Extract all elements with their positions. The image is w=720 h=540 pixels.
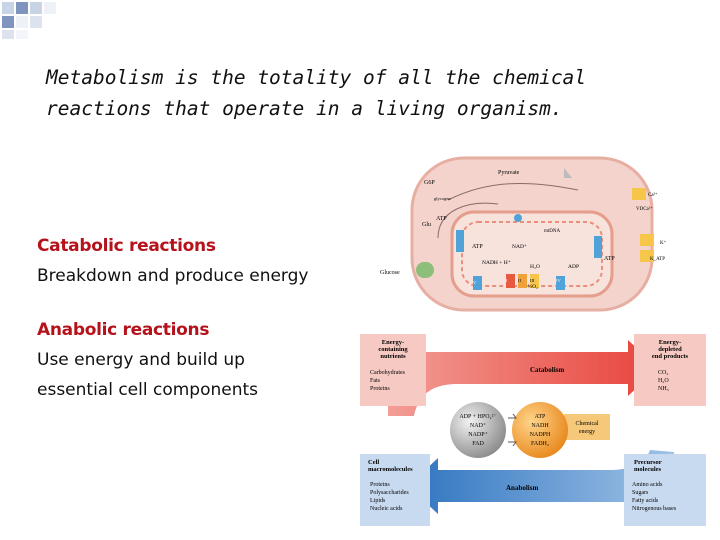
energy-containing-line3: nutrients — [380, 353, 406, 360]
anabolic-heading: Anabolic reactions — [37, 320, 210, 340]
label-atp-cytosol: ATP — [436, 216, 447, 222]
precursor-item-amino-acids: Amino acids — [632, 482, 663, 488]
slide-title: Metabolism is the totality of all the ch… — [46, 66, 587, 120]
energy-containing-box — [360, 334, 426, 406]
label-pyruvate: Pyruvate — [498, 170, 520, 176]
calcium-channel-icon — [632, 188, 646, 200]
precursor-item-fatty-acids: Fatty acids — [632, 498, 659, 504]
energy-item-carbohydrates: Carbohydrates — [370, 370, 406, 376]
cell-macro-line1: Cell — [368, 459, 379, 466]
catabolism-label: Catabolism — [530, 366, 564, 374]
adp-group-circle — [450, 402, 506, 458]
nad-plus: NAD⁺ — [470, 422, 486, 429]
label-o2: ½O₂ — [528, 283, 538, 290]
energy-item-fats: Fats — [370, 378, 381, 384]
label-atp-mito: ATP — [472, 244, 483, 250]
label-g6p: G6P — [424, 180, 435, 186]
label-atp-right: ATP — [604, 256, 615, 262]
precursor-item-sugars: Sugars — [632, 490, 649, 496]
precursor-molecules-box — [624, 454, 706, 526]
nadh: NADH — [531, 423, 549, 429]
label-vdcca: VDCa²⁺ — [636, 206, 653, 212]
corner-squares-decoration — [2, 2, 56, 39]
label-glycogen: glycogen — [434, 196, 451, 201]
catabolic-description: Breakdown and produce energy — [37, 266, 309, 286]
macro-item-nucleic-acids: Nucleic acids — [370, 506, 403, 512]
label-mtdna: mtDNA — [544, 229, 561, 234]
cell-macromolecules-box — [360, 454, 430, 526]
label-glu: Glu — [422, 222, 431, 228]
complex-i-icon — [456, 230, 464, 252]
label-complex-ii: II — [518, 278, 521, 283]
energy-depleted-box — [634, 334, 706, 406]
cell-macro-line2: macromolecules — [368, 466, 413, 473]
anabolism-label: Anabolism — [506, 484, 538, 492]
cell-metabolism-diagram: G6P Pyruvate glycogen Glu ATP ATP ATP mt… — [380, 156, 667, 312]
macro-item-proteins: Proteins — [370, 482, 390, 488]
label-complex-i: I — [506, 278, 508, 283]
macro-item-lipids: Lipids — [370, 498, 386, 504]
energy-depleted-line1: Energy- — [659, 339, 681, 346]
anabolic-description-line2: essential cell components — [37, 380, 259, 400]
energy-containing-line1: Energy- — [382, 339, 404, 346]
catabolism-anabolism-diagram: Energy- containing nutrients Carbohydrat… — [360, 334, 706, 526]
anabolic-description-line1: Use energy and build up — [37, 350, 245, 370]
mitochondrion — [450, 210, 614, 298]
fad: FAD — [472, 441, 484, 447]
label-complex-iii: III — [530, 278, 535, 283]
energy-depleted-line3: end products — [652, 353, 689, 360]
nadp-plus: NADP⁺ — [468, 431, 488, 438]
fadh2: FADH₂ — [531, 441, 549, 447]
atp-group-circle — [512, 402, 568, 458]
label-ca: Ca²⁺ — [648, 192, 658, 198]
anabolism-arrow — [408, 450, 674, 514]
chemical-energy-line1: Chemical — [576, 421, 599, 427]
chemical-energy-line2: energy — [579, 429, 595, 435]
chemical-energy-box — [564, 414, 610, 440]
label-h2o: H₂O — [530, 264, 540, 270]
label-k: K⁺ — [660, 240, 667, 246]
depleted-item-h2o: H₂O — [658, 378, 669, 384]
label-glucose: Glucose — [380, 270, 400, 276]
adp-hpo4: ADP + HPO₄²⁻ — [459, 414, 496, 420]
precursor-line1: Precursor — [634, 459, 662, 466]
glucose-transporter-icon — [416, 262, 434, 278]
macro-item-polysaccharides: Polysaccharides — [370, 490, 409, 496]
label-nadh: NADH + H⁺ — [482, 259, 511, 266]
depleted-item-nh3: NH₃ — [658, 386, 669, 392]
energy-depleted-line2: depleted — [658, 346, 682, 353]
precursor-item-nitrogenous-bases: Nitrogenous bases — [632, 506, 677, 512]
label-katp: K_ATP — [650, 257, 665, 262]
catabolic-heading: Catabolic reactions — [37, 236, 216, 256]
catabolism-arrow — [388, 340, 658, 416]
energy-containing-line2: containing — [378, 346, 408, 353]
depleted-item-co2: CO₂ — [658, 370, 668, 376]
label-nad: NAD⁺ — [512, 243, 527, 250]
atp: ATP — [535, 414, 546, 420]
precursor-line2: molecules — [634, 466, 662, 473]
label-complex-iv: IV — [556, 278, 561, 283]
energy-item-proteins: Proteins — [370, 386, 390, 392]
nadph: NADPH — [530, 432, 551, 438]
label-complex-v: V — [473, 280, 477, 285]
label-adp: ADP — [568, 264, 579, 270]
